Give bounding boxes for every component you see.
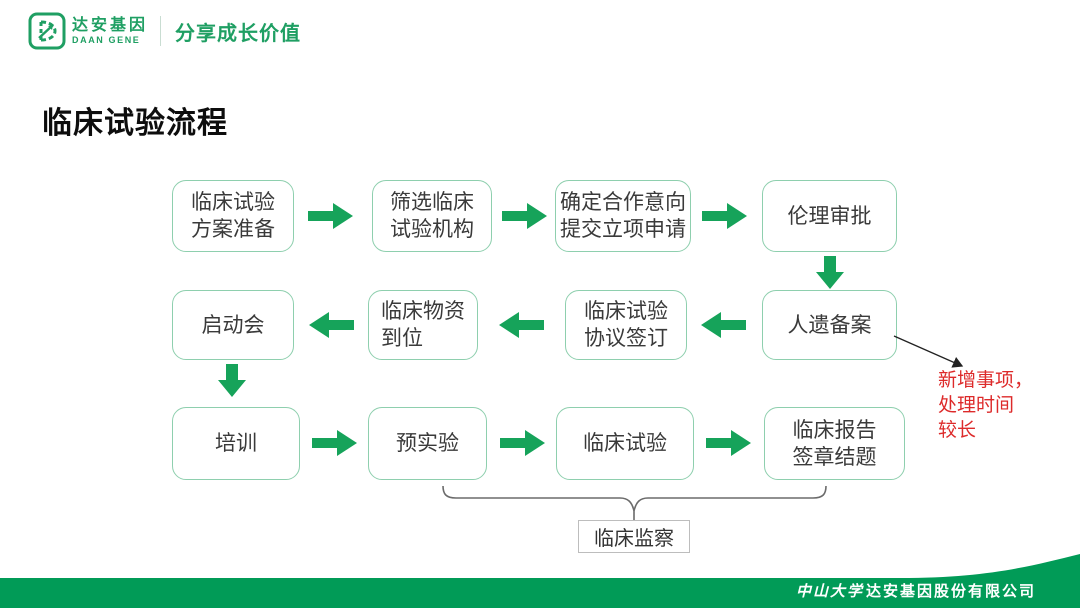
arrow-left-icon xyxy=(309,312,354,338)
flow-box-label: 确定合作意向 提交立项申请 xyxy=(560,191,686,241)
flow-box-pre-experiment: 预实验 xyxy=(368,407,487,480)
footer-company-name: 中山大学达安基因股份有限公司 xyxy=(796,580,1036,601)
flow-box-label: 临床试验 xyxy=(583,432,667,455)
arrow-right-icon xyxy=(308,203,353,229)
logo-text: 达安基因 DAAN GENE xyxy=(72,17,148,46)
flow-box-label: 临床物资 到位 xyxy=(381,300,465,350)
footer-bar xyxy=(0,554,1080,608)
arrow-right-icon xyxy=(502,203,547,229)
flow-box-clinical-trial: 临床试验 xyxy=(556,407,694,480)
arrow-left-icon xyxy=(499,312,544,338)
monitor-label: 临床监察 xyxy=(594,528,674,550)
monitor-label-box: 临床监察 xyxy=(578,520,690,553)
annotation-arrow-icon xyxy=(893,335,964,368)
logo-en: DAAN GENE xyxy=(72,34,141,45)
flow-box-cooperation-application: 确定合作意向 提交立项申请 xyxy=(555,180,691,252)
footer-company-rest: 达安基因股份有限公司 xyxy=(865,583,1036,600)
arrow-left-icon xyxy=(701,312,746,338)
arrow-down-icon xyxy=(816,256,844,289)
flow-box-label: 临床试验 方案准备 xyxy=(191,191,275,241)
flow-box-supplies-in-place: 临床物资 到位 xyxy=(368,290,478,360)
page-title: 临床试验流程 xyxy=(42,107,228,140)
footer-company-script: 中山大学 xyxy=(795,582,864,600)
flow-box-label: 预实验 xyxy=(396,432,459,455)
header-divider xyxy=(160,16,162,46)
flow-box-label: 筛选临床 试验机构 xyxy=(390,191,474,241)
flow-box-label: 临床试验 协议签订 xyxy=(584,300,668,350)
flow-box-ethics-approval: 伦理审批 xyxy=(762,180,897,252)
flow-box-label: 伦理审批 xyxy=(787,204,872,228)
flow-box-label: 临床报告 签章结题 xyxy=(792,418,877,469)
header: 达安基因 DAAN GENE 分享成长价值 xyxy=(28,12,301,50)
flow-box-protocol-prep: 临床试验 方案准备 xyxy=(172,180,294,252)
flow-box-agreement-signing: 临床试验 协议签订 xyxy=(565,290,687,360)
arrow-right-icon xyxy=(312,430,357,456)
brace-icon xyxy=(442,485,827,522)
flow-box-label: 启动会 xyxy=(201,313,265,337)
flow-box-report-signoff: 临床报告 签章结题 xyxy=(764,407,905,480)
arrow-down-icon xyxy=(218,364,246,397)
logo-cn: 达安基因 xyxy=(72,16,149,34)
flow-box-label: 人遗备案 xyxy=(787,313,872,337)
flow-box-kickoff-meeting: 启动会 xyxy=(172,290,294,360)
arrow-right-icon xyxy=(706,430,751,456)
daan-gene-logo-icon xyxy=(28,12,66,50)
arrow-right-icon xyxy=(500,430,545,456)
flow-box-training: 培训 xyxy=(172,407,300,480)
flow-box-label: 培训 xyxy=(215,432,257,455)
annotation-note: 新增事项， 处理时间 较长 xyxy=(938,370,1034,441)
arrow-right-icon xyxy=(702,203,747,229)
header-slogan: 分享成长价值 xyxy=(175,22,302,45)
flow-box-hgr-filing: 人遗备案 xyxy=(762,290,897,360)
flow-box-site-selection: 筛选临床 试验机构 xyxy=(372,180,492,252)
